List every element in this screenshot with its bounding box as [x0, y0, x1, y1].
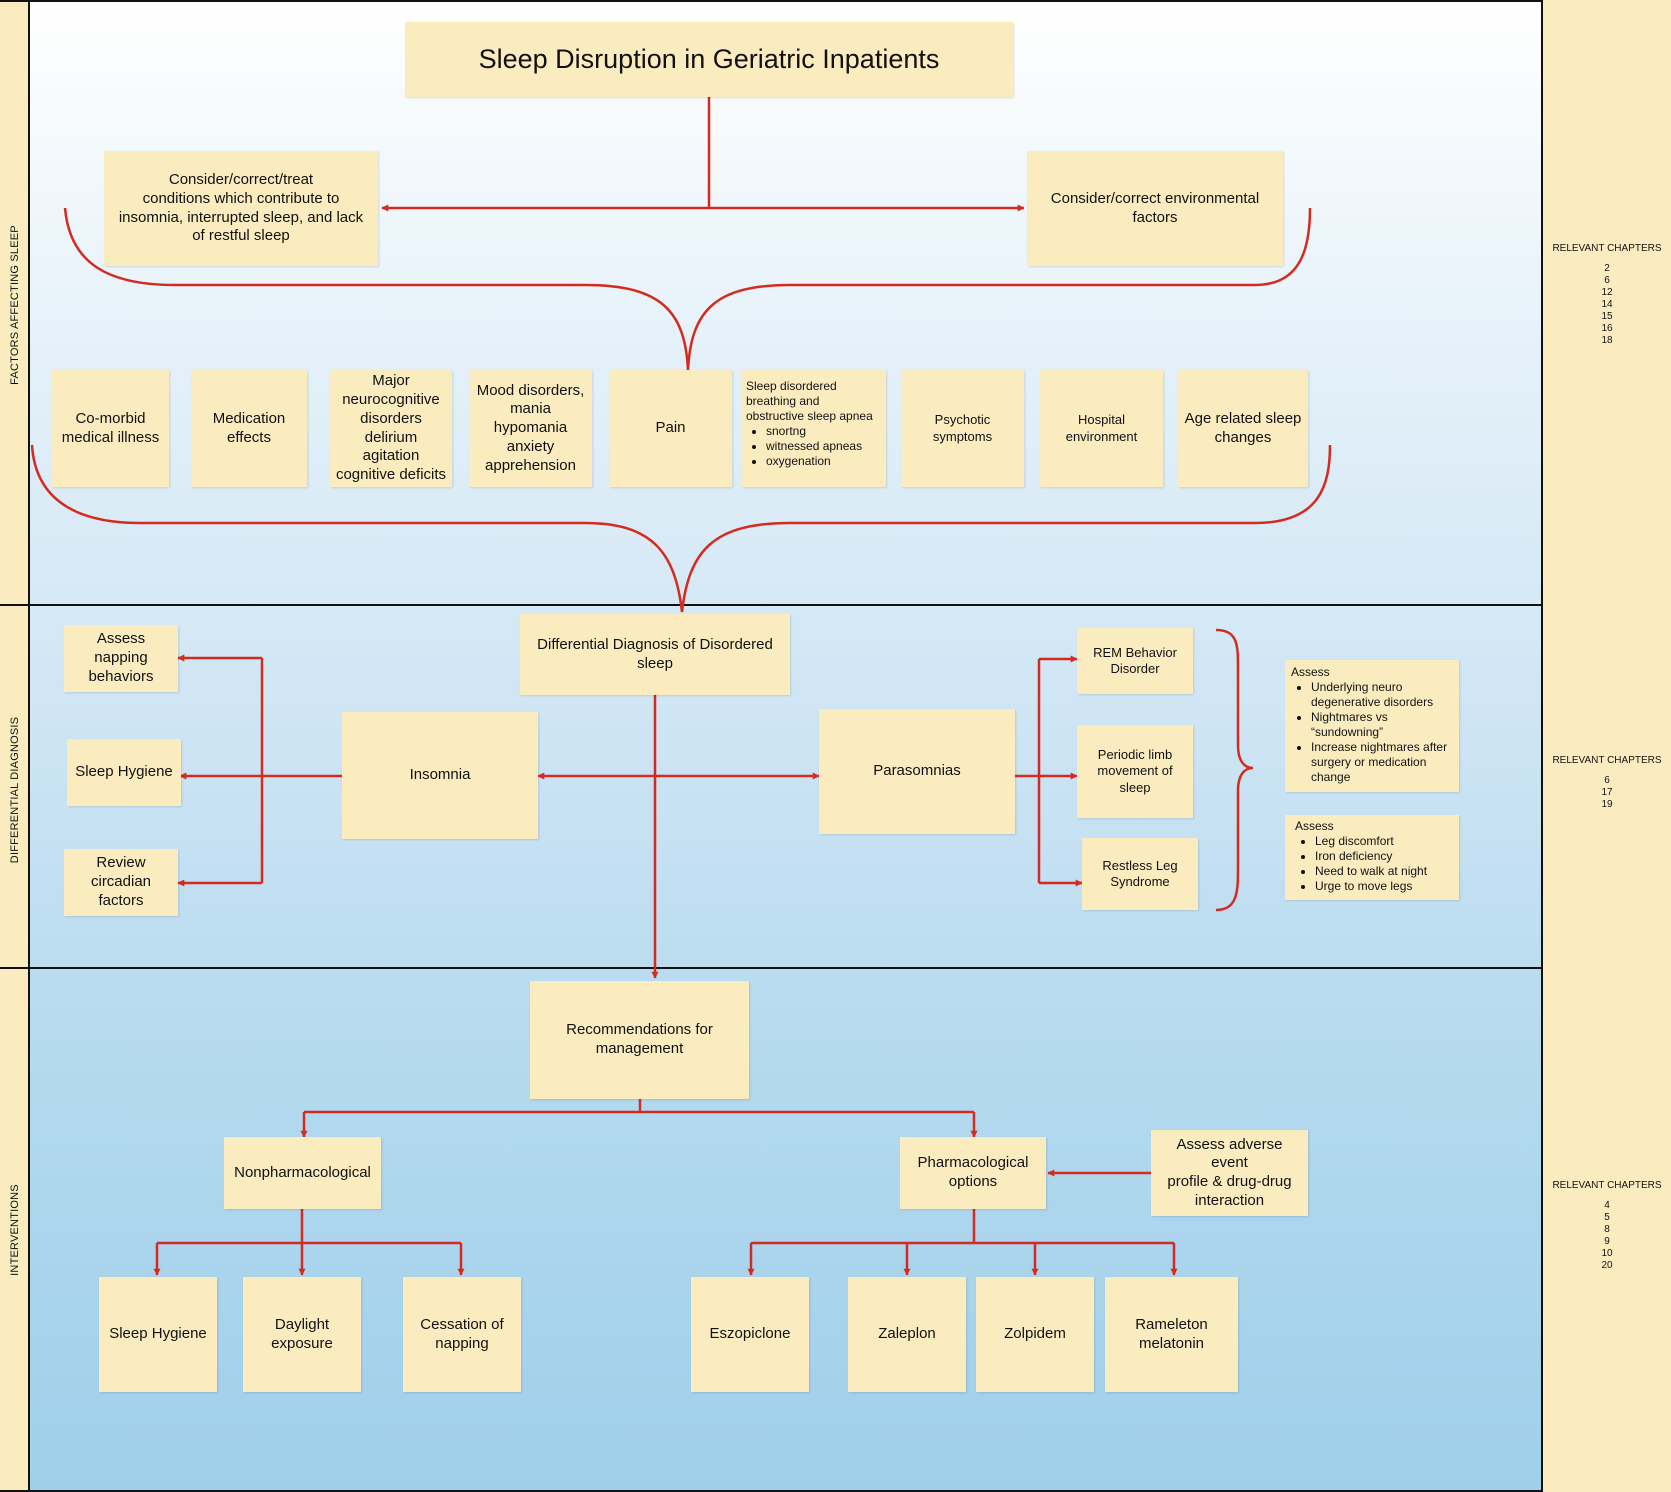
- list-item: Iron deficiency: [1315, 849, 1427, 864]
- list-item: snortng: [766, 424, 862, 439]
- chapter-number: 4: [1604, 1200, 1610, 1211]
- factor-comorbid: Co-morbid medical illness: [52, 370, 169, 487]
- chapters-label: RELEVANT CHAPTERS: [1552, 1180, 1662, 1191]
- factor-sleep-breathing: Sleep disordered breathing and obstructi…: [742, 370, 886, 487]
- diagram-title: Sleep Disruption in Geriatric Inpatients: [405, 22, 1013, 97]
- list-item: Underlying neuro degenerative disorders: [1311, 680, 1453, 710]
- factor-pain: Pain: [609, 370, 732, 487]
- node-zolpidem: Zolpidem: [976, 1277, 1094, 1392]
- connector-insomnia-left: [260, 658, 342, 883]
- section-strip-factors: [0, 0, 30, 605]
- node-environmental: Consider/correct environmental factors: [1027, 151, 1283, 266]
- connector-recommendations-down: [304, 1099, 974, 1114]
- list-item: Urge to move legs: [1315, 879, 1427, 894]
- chapter-number: 10: [1601, 1248, 1613, 1259]
- node-parasomnias: Parasomnias: [819, 709, 1015, 834]
- node-assess-napping: Assess napping behaviors: [64, 625, 178, 692]
- chapters-interventions: RELEVANT CHAPTERS 4 5 8 9 10 20: [1550, 1180, 1664, 1272]
- chapter-number: 17: [1601, 787, 1613, 798]
- divider-differential-interventions: [0, 967, 1543, 969]
- node-rls: Restless Leg Syndrome: [1082, 838, 1198, 910]
- node-daylight: Daylight exposure: [243, 1277, 361, 1392]
- list-item: oxygenation: [766, 454, 862, 469]
- assess-heading: Assess: [1291, 665, 1330, 679]
- factor-medication: Medication effects: [191, 370, 307, 487]
- brace-top: [63, 207, 1312, 371]
- section-strip-differential: [0, 605, 30, 968]
- note-assess-rls: Assess Leg discomfort Iron deficiency Ne…: [1285, 815, 1459, 900]
- factor-neurocognitive: Major neurocognitive disorders delirium …: [330, 370, 452, 487]
- node-zaleplon: Zaleplon: [848, 1277, 966, 1392]
- divider-factors-differential: [0, 604, 1543, 606]
- bottom-border: [0, 1490, 1543, 1492]
- chapters-label: RELEVANT CHAPTERS: [1552, 243, 1662, 254]
- assess-heading: Assess: [1295, 819, 1334, 833]
- sidebar-divider: [1541, 0, 1543, 1492]
- sleep-breathing-list: snortng witnessed apneas oxygenation: [746, 424, 862, 469]
- chapter-number: 6: [1604, 275, 1610, 286]
- node-rameleton: Rameleton melatonin: [1105, 1277, 1238, 1392]
- chapter-number: 6: [1604, 775, 1610, 786]
- connector-layer: [30, 97, 1332, 1276]
- node-rem: REM Behavior Disorder: [1077, 628, 1193, 694]
- node-assess-adverse: Assess adverse event profile & drug-drug…: [1151, 1130, 1308, 1216]
- section-strip-interventions: [0, 968, 30, 1492]
- chapter-number: 12: [1601, 287, 1613, 298]
- node-sleep-hygiene-int: Sleep Hygiene: [99, 1277, 217, 1392]
- chapter-number: 19: [1601, 799, 1613, 810]
- node-pharmacological: Pharmacological options: [900, 1137, 1046, 1209]
- chapter-number: 5: [1604, 1212, 1610, 1223]
- chapter-number: 15: [1601, 311, 1613, 322]
- sleep-breathing-heading: Sleep disordered breathing and obstructi…: [746, 379, 873, 423]
- chapters-differential: RELEVANT CHAPTERS 6 17 19: [1550, 755, 1664, 811]
- node-nonpharmacological: Nonpharmacological: [224, 1137, 381, 1209]
- chapter-number: 8: [1604, 1224, 1610, 1235]
- list-item: Leg discomfort: [1315, 834, 1427, 849]
- factor-mood: Mood disorders, mania hypomania anxiety …: [469, 370, 592, 487]
- chapter-number: 9: [1604, 1236, 1610, 1247]
- chapters-sidebar: [1543, 0, 1671, 1492]
- node-sleep-hygiene-dx: Sleep Hygiene: [67, 739, 181, 806]
- brace-factors: [30, 444, 1332, 613]
- assess-list: Underlying neuro degenerative disorders …: [1291, 680, 1453, 785]
- factor-hospital: Hospital environment: [1040, 370, 1163, 487]
- node-differential: Differential Diagnosis of Disordered sle…: [520, 614, 790, 695]
- chapters-factors: RELEVANT CHAPTERS 2 6 12 14 15 16 18: [1550, 243, 1664, 347]
- top-border: [0, 0, 1543, 2]
- factor-psychotic: Psychotic symptoms: [901, 370, 1024, 487]
- list-item: Nightmares vs “sundowning”: [1311, 710, 1453, 740]
- list-item: Increase nightmares after surgery or med…: [1311, 740, 1453, 785]
- brace-parasomnia: [1215, 628, 1254, 912]
- node-recommendations: Recommendations for management: [530, 981, 749, 1099]
- list-item: Need to walk at night: [1315, 864, 1427, 879]
- chapter-number: 18: [1601, 335, 1613, 346]
- chapter-number: 20: [1601, 1260, 1613, 1271]
- chapter-number: 14: [1601, 299, 1613, 310]
- node-insomnia: Insomnia: [342, 712, 538, 839]
- connector-pharm-down: [751, 1209, 1174, 1245]
- node-eszopiclone: Eszopiclone: [691, 1277, 809, 1392]
- node-conditions: Consider/correct/treat conditions which …: [104, 151, 378, 266]
- node-plm: Periodic limb movement of sleep: [1077, 725, 1193, 818]
- note-assess-parasomnia: Assess Underlying neuro degenerative dis…: [1285, 660, 1459, 792]
- chapter-number: 16: [1601, 323, 1613, 334]
- connector-nonpharm-down: [157, 1209, 461, 1245]
- chapter-number: 2: [1604, 263, 1610, 274]
- connector-parasomnia-right: [1015, 659, 1041, 883]
- factor-age: Age related sleep changes: [1178, 370, 1308, 487]
- node-review-circadian: Review circadian factors: [64, 849, 178, 916]
- node-cessation: Cessation of napping: [403, 1277, 521, 1392]
- list-item: witnessed apneas: [766, 439, 862, 454]
- chapters-label: RELEVANT CHAPTERS: [1552, 755, 1662, 766]
- assess-list: Leg discomfort Iron deficiency Need to w…: [1295, 834, 1427, 894]
